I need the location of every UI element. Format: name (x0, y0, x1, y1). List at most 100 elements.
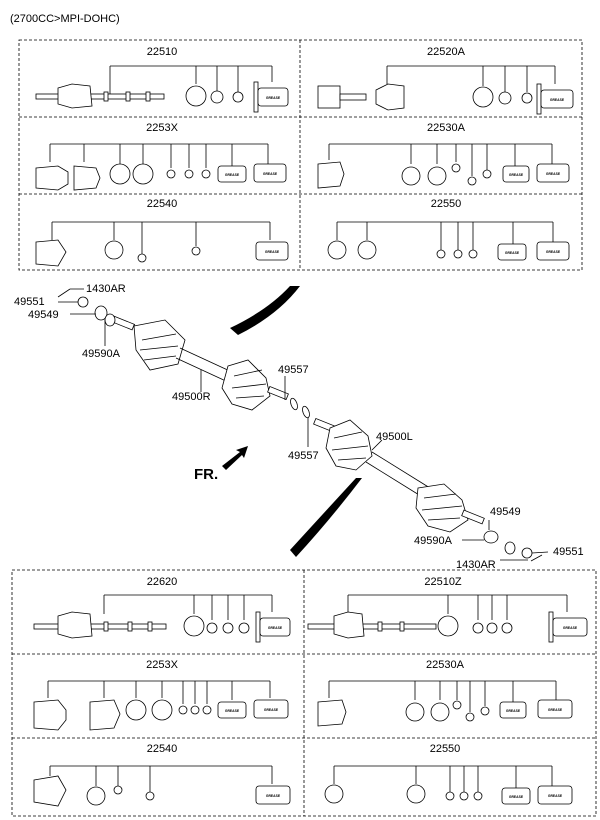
cotter-pin-part (57, 288, 71, 298)
circlip-part (451, 163, 461, 173)
circlip-part (468, 249, 478, 259)
circlip-part (445, 791, 455, 801)
snap-ring-part (290, 397, 298, 411)
circlip-part (191, 246, 201, 256)
circlip-part (453, 249, 463, 259)
kit-panel-22520a: 22520A GREASE (317, 46, 574, 115)
circlip-part (437, 615, 459, 637)
kit-label: 2253X (146, 659, 178, 671)
dust-cover-part (483, 530, 499, 544)
grease-label: GREASE (264, 708, 279, 712)
engine-spec-header: (2700CC>MPI-DOHC) (10, 13, 120, 25)
grease-label: GREASE (225, 173, 240, 177)
grease-tube-part: GREASE (497, 243, 527, 261)
circlip-part (206, 622, 218, 634)
circlip-part (486, 622, 498, 634)
callout-49549-bot: 49549 (490, 506, 521, 518)
circlip-part (480, 706, 490, 716)
kit-panel-2253x: 2253X GREASE GREASE (33, 659, 289, 731)
callout-49590a-bot: 49590A (414, 535, 453, 547)
grease-tube-part: GREASE (536, 83, 574, 115)
grease-label: GREASE (509, 173, 524, 177)
grease-tube-part: GREASE (253, 163, 287, 183)
kit-label: 22520A (427, 46, 466, 58)
clamp-part (406, 784, 426, 804)
boot-part (317, 161, 345, 189)
grease-tube-part: GREASE (255, 241, 289, 261)
circlip-part (202, 705, 212, 715)
circlip-part (452, 700, 462, 710)
callout-1430ar-top: 1430AR (86, 283, 126, 295)
grease-tube-part: GREASE (253, 81, 289, 113)
callout-49500l: 49500L (376, 431, 413, 443)
grease-label: GREASE (268, 626, 283, 630)
kit-panel-22550: 22550 GREASE GREASE (327, 198, 570, 261)
nut-part (521, 547, 533, 559)
kit-panel-22540: 22540 GREASE (35, 198, 289, 267)
grease-tube-part: GREASE (499, 701, 527, 719)
grease-tube-part: GREASE (536, 241, 570, 261)
cotter-pin-part (530, 554, 543, 562)
circlip-part (501, 622, 513, 634)
grease-label: GREASE (265, 250, 280, 254)
circlip-part (436, 249, 446, 259)
clamp-part (405, 702, 425, 722)
clamp-part (104, 240, 124, 260)
clamp-part (151, 699, 173, 721)
grease-tube-part: GREASE (255, 611, 291, 643)
axle-shaft-part (35, 83, 165, 109)
circlip-part (201, 169, 211, 179)
boot-part (33, 699, 67, 731)
callout-49549-top: 49549 (28, 309, 59, 321)
clamp-part (427, 166, 447, 186)
circlip-part (521, 92, 533, 104)
kit-panel-22510z: 22510Z GREASE (307, 576, 588, 643)
grease-tube-part: GREASE (536, 163, 570, 183)
bottom-kit-grid (11, 569, 597, 817)
boot-part (73, 165, 101, 191)
circlip-part (137, 253, 147, 263)
kit-label: 22510 (147, 46, 178, 58)
front-direction-label: FR. (194, 466, 218, 483)
grease-label: GREASE (546, 250, 561, 254)
grease-tube-part: GREASE (217, 165, 247, 183)
callout-49590a-top: 49590A (82, 348, 121, 360)
axle-shaft-part (33, 611, 167, 639)
clamp-part (109, 163, 131, 185)
grease-label: GREASE (506, 709, 521, 713)
washer-part (94, 305, 108, 321)
circlip-part (238, 622, 250, 634)
circlip-part (183, 615, 205, 637)
kit-label: 22540 (147, 198, 178, 210)
clamp-part (327, 240, 347, 260)
clamp-part (430, 702, 450, 722)
grease-label: GREASE (548, 794, 563, 798)
clamp-part (86, 786, 106, 806)
grease-tube-part: GREASE (537, 785, 573, 805)
circlip-part (498, 91, 512, 105)
snap-ring-part (302, 405, 310, 419)
kit-label: 22550 (430, 743, 461, 755)
grease-label: GREASE (266, 794, 281, 798)
callout-49551-top: 49551 (14, 296, 45, 308)
kit-panel-22530a: 22530A GREASE GREASE (317, 659, 573, 727)
grease-label: GREASE (509, 795, 524, 799)
grease-label: GREASE (548, 708, 563, 712)
kit-panel-22550: 22550 GREASE GREASE (324, 743, 573, 805)
circlip-part (210, 90, 224, 104)
drive-shaft-49500l (313, 417, 485, 533)
grease-tube-part: GREASE (537, 699, 573, 719)
grease-label: GREASE (550, 98, 565, 102)
clamp-part (357, 240, 377, 260)
cv-joint-part (317, 83, 405, 111)
kit-label: 22530A (427, 122, 466, 134)
callout-49557-a: 49557 (278, 364, 309, 376)
kit-panel-22510: 22510 GREASE (35, 46, 289, 113)
callout-49500r: 49500R (172, 391, 211, 403)
kit-label: 22550 (431, 198, 462, 210)
circlip-part (178, 705, 188, 715)
kit-panel-22530a: 22530A GREASE GREASE (317, 122, 570, 189)
kit-label: 22620 (147, 576, 178, 588)
kit-label: 2253X (146, 122, 178, 134)
